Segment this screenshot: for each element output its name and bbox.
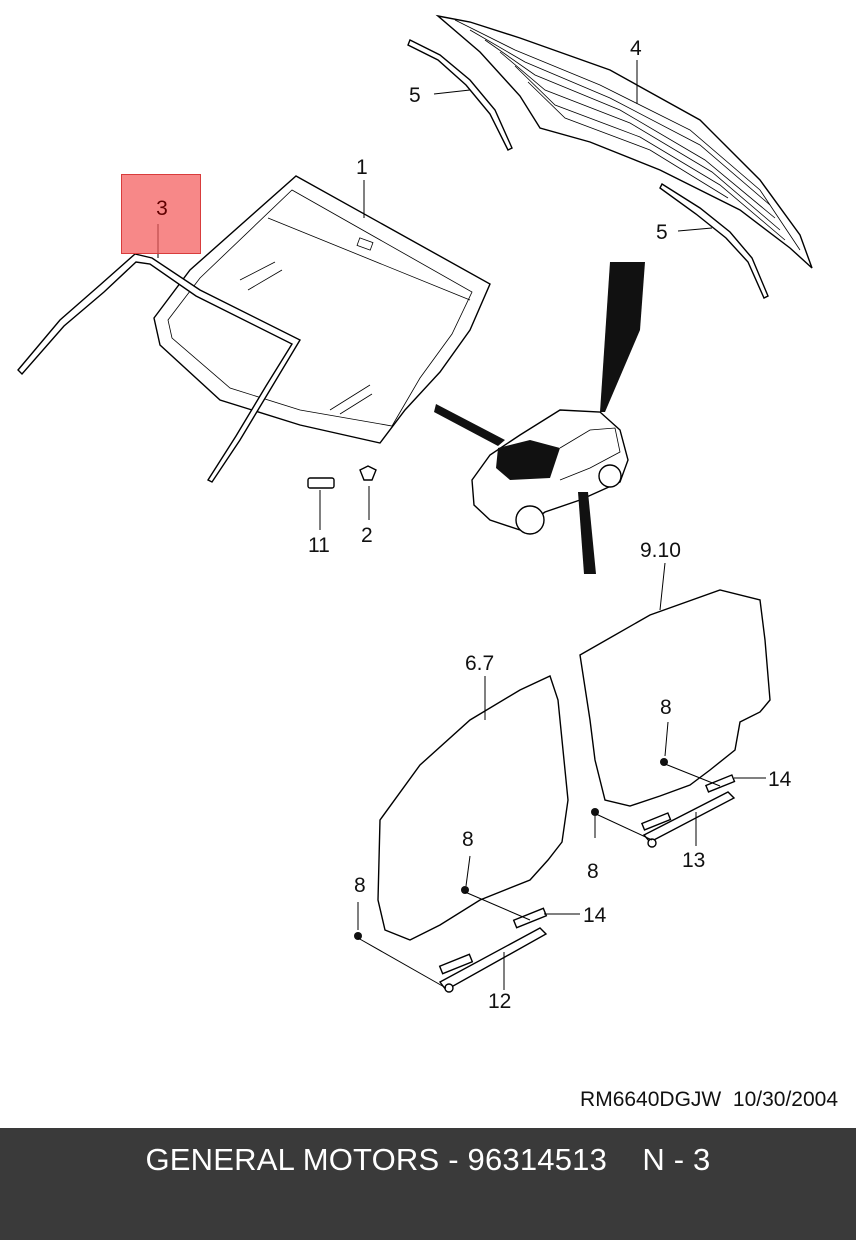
car-silhouette: [434, 262, 645, 574]
rear-molding-upper[interactable]: [407, 39, 513, 151]
rear-window-glass[interactable]: [435, 14, 813, 269]
clip[interactable]: [359, 465, 377, 481]
callout-6-7: 6.7: [465, 652, 494, 675]
footer-text: GENERAL MOTORS - 96314513 N - 3: [145, 1142, 711, 1177]
callout-8-rear-outer: 8: [587, 860, 599, 883]
callout-4: 4: [630, 37, 642, 60]
callout-2: 2: [361, 524, 373, 547]
callout-14-front: 14: [583, 904, 607, 927]
pad[interactable]: [307, 477, 335, 489]
footer-bar: GENERAL MOTORS - 96314513 N - 3: [0, 1128, 856, 1240]
callout-3: 3: [156, 197, 168, 220]
rear-door-glass[interactable]: [579, 589, 771, 807]
callout-14-rear: 14: [768, 768, 792, 791]
callout-5-lower: 5: [656, 221, 668, 244]
bolt[interactable]: [354, 932, 362, 940]
front-channel[interactable]: [438, 907, 548, 993]
windshield-glass[interactable]: [153, 175, 491, 444]
callout-12: 12: [488, 990, 511, 1013]
callout-9-10: 9.10: [640, 539, 681, 562]
rear-channel[interactable]: [640, 774, 736, 848]
windshield-molding[interactable]: [17, 253, 301, 483]
callout-13: 13: [682, 849, 705, 872]
highlighted-part-marker[interactable]: 3: [121, 174, 201, 254]
callout-8-front-outer: 8: [354, 874, 366, 897]
callout-8-rear-inner: 8: [660, 696, 672, 719]
bolt[interactable]: [461, 886, 469, 894]
callout-11: 11: [308, 534, 330, 557]
parts-diagram: 1 2 4 5 5 11 6.7 9.10 8 8 8 8 12 13 14 1…: [17, 14, 813, 1013]
callout-1: 1: [356, 156, 368, 179]
reference-code: RM6640DGJW 10/30/2004: [580, 1088, 838, 1111]
callout-5-upper: 5: [409, 84, 421, 107]
callout-8-front-inner: 8: [462, 828, 474, 851]
front-door-glass[interactable]: [377, 675, 569, 941]
rear-molding-lower[interactable]: [659, 182, 769, 299]
